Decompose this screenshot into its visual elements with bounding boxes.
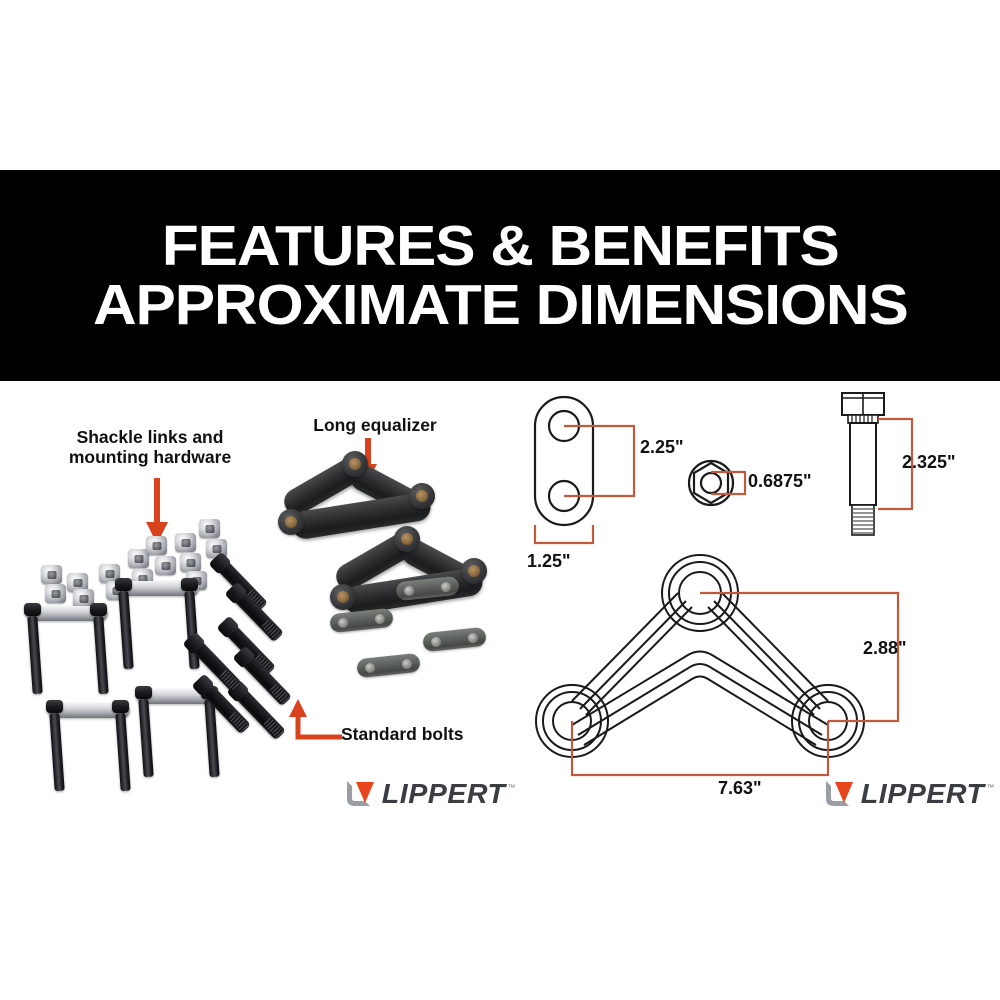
lippert-mark-icon: [347, 781, 374, 806]
long-equalizer: [278, 450, 438, 551]
plate-hole: [467, 632, 479, 644]
standard-bolt: [232, 645, 292, 707]
equalizer-bushing: [342, 451, 368, 477]
hex-nut: [180, 553, 201, 572]
top-whitespace: [0, 0, 1000, 170]
shackle-link-bar: [48, 703, 130, 718]
lippert-wordmark: LIPPERT: [381, 778, 506, 809]
bolt-head: [24, 603, 41, 616]
shackle-link-bar: [26, 606, 108, 621]
hex-nut: [67, 573, 88, 592]
hex-nut: [146, 536, 167, 555]
dim-bolt-length: 2.325": [902, 452, 956, 472]
plate-hole: [430, 635, 442, 647]
bolt-shank: [93, 615, 109, 695]
bolt-head: [90, 603, 107, 616]
equalizer-bushing: [409, 483, 435, 509]
plate-hole: [440, 581, 452, 593]
arrow-shackle-links: [146, 478, 168, 544]
lippert-mark-icon: [826, 781, 853, 806]
shackle-link-drawing: [533, 395, 636, 545]
bolt-shank: [115, 712, 131, 792]
content-area: Shackle links and mounting hardware Long…: [0, 381, 1000, 841]
long-equalizer: [330, 525, 490, 626]
plate-hole: [401, 658, 413, 670]
bolt-head: [115, 578, 132, 591]
shackle-link-plate: [356, 652, 421, 679]
lippert-wordmark: LIPPERT: [860, 778, 985, 809]
hex-nut: [45, 584, 66, 603]
equalizer-bushing: [394, 526, 420, 552]
dim-equalizer-width: 7.63": [718, 778, 762, 798]
dim-shackle-link-height: 2.25": [640, 437, 684, 457]
equalizer-bushing: [330, 584, 356, 610]
arrow-standard-bolts: [289, 699, 342, 740]
dim-nut-size: 0.6875": [748, 471, 812, 491]
callout-long-equalizer: Long equalizer: [313, 415, 437, 435]
bolt-head: [135, 686, 152, 699]
banner-title-line2: APPROXIMATE DIMENSIONS: [92, 272, 909, 337]
hex-nut: [128, 549, 149, 568]
bolt-shank: [49, 712, 65, 792]
hex-nut: [175, 533, 196, 552]
bolt-head: [46, 700, 63, 713]
bolt-shank: [27, 615, 43, 695]
lippert-logo-left: LIPPERT ™: [344, 778, 515, 810]
bolt-head: [112, 700, 129, 713]
equalizer-bushing: [278, 509, 304, 535]
standard-bolt: [224, 581, 284, 643]
hex-nut: [73, 589, 94, 608]
plate-hole: [364, 661, 376, 673]
equalizer-bushing: [461, 558, 487, 584]
lippert-logo-right: LIPPERT ™: [823, 778, 994, 810]
bolt-head: [181, 578, 198, 591]
hex-nut: [155, 556, 176, 575]
callout-shackle-links: Shackle links and mounting hardware: [68, 427, 232, 467]
bolt-shank: [118, 590, 134, 670]
product-photo-panel: Shackle links and mounting hardware Long…: [0, 381, 515, 841]
hex-nut: [99, 564, 120, 583]
banner-title-line1: FEATURES & BENEFITS: [161, 213, 840, 278]
header-banner: FEATURES & BENEFITS APPROXIMATE DIMENSIO…: [0, 170, 1000, 381]
bottom-whitespace: [0, 841, 1000, 1000]
lippert-trademark: ™: [507, 783, 516, 792]
shackle-link-plate: [422, 626, 487, 653]
bolt-drawing: [841, 392, 914, 536]
hex-nut: [199, 519, 220, 538]
hex-nut: [41, 565, 62, 584]
dimensions-panel: 2.25" 1.25" 0.6875": [500, 381, 1000, 841]
callout-standard-bolts: Standard bolts: [341, 724, 464, 744]
plate-hole: [337, 616, 349, 628]
equalizer-drawing: [535, 554, 900, 777]
nut-drawing: [687, 459, 747, 507]
lippert-trademark: ™: [986, 783, 995, 792]
shackle-link-bar: [117, 581, 199, 596]
plate-hole: [403, 584, 415, 596]
bolt-shank: [138, 698, 154, 778]
dim-equalizer-height: 2.88": [863, 638, 907, 658]
dim-shackle-link-width: 1.25": [527, 551, 571, 571]
plate-hole: [374, 613, 386, 625]
